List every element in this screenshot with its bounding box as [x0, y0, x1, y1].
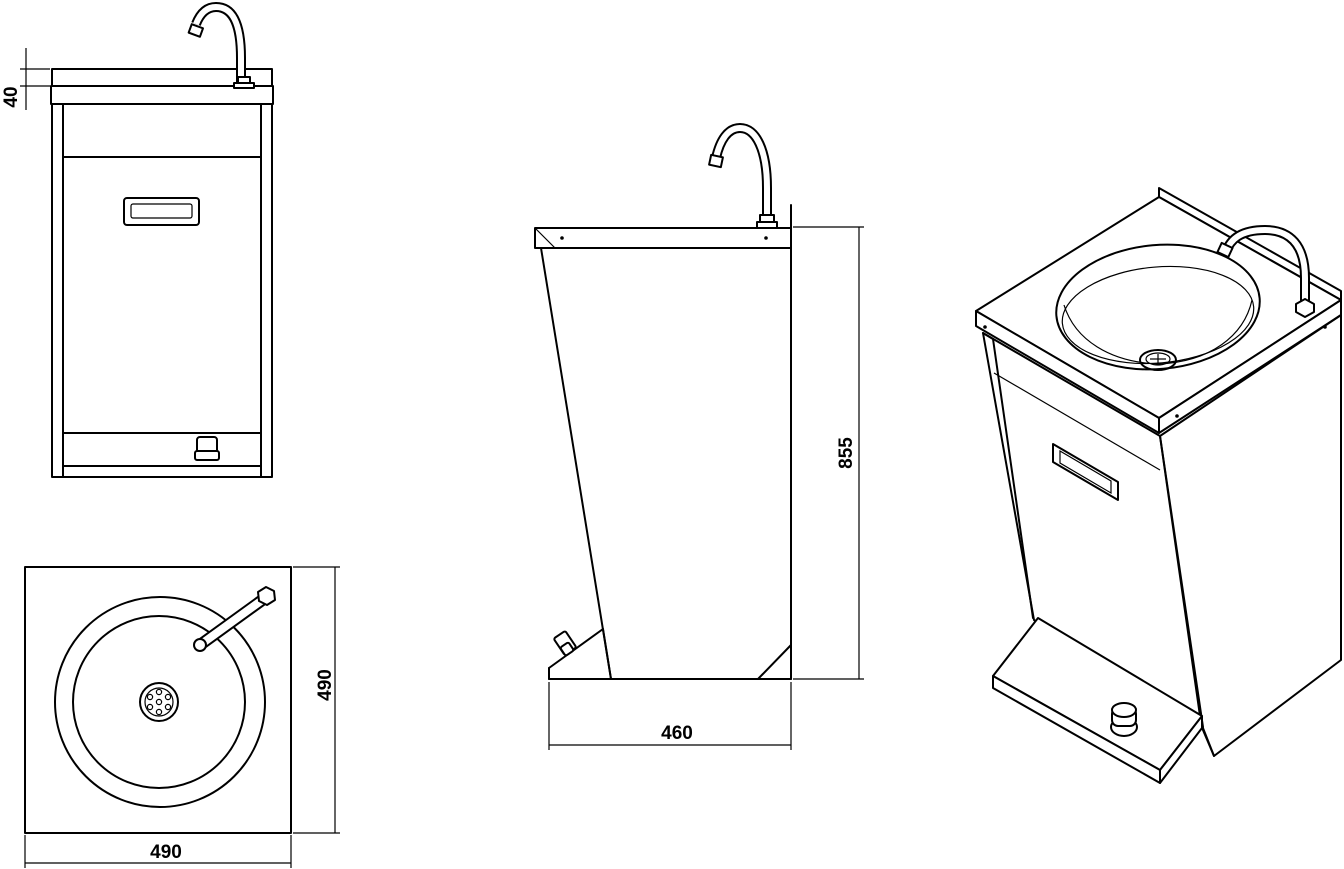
plan-bowl-inner: [72, 615, 246, 789]
plan-drain: [139, 682, 179, 722]
iso-handle: [1052, 443, 1119, 501]
iso-foot-plate: [992, 617, 1203, 784]
iso-drain: [1139, 349, 1177, 371]
dimension-40: 40: [1, 48, 50, 110]
dim-front-top-thickness: 40: [1, 86, 22, 107]
side-foot-button: [553, 630, 577, 657]
side-countertop: [534, 227, 792, 249]
side-body: [540, 247, 792, 680]
dimension-490-width: 490: [24, 835, 292, 868]
dimension-460: 460: [548, 682, 792, 750]
dim-side-depth: 460: [661, 723, 693, 744]
front-door-panel: [62, 156, 262, 434]
plan-bowl-rim: [54, 596, 266, 808]
plan-view: 490 490: [24, 566, 340, 868]
isometric-view: [975, 187, 1342, 784]
plan-countertop: [24, 566, 292, 834]
dimension-855: 855: [793, 226, 864, 680]
plan-spout: [193, 586, 276, 652]
front-handle: [123, 197, 200, 226]
dimension-490-depth: 490: [293, 566, 340, 834]
iso-tap: [1216, 224, 1315, 318]
iso-side-face: [1159, 314, 1342, 757]
dim-side-height: 855: [836, 437, 857, 469]
side-tap: [708, 122, 778, 229]
front-foot-button: [194, 436, 220, 461]
side-view: 855 460: [534, 122, 864, 750]
dim-plan-width: 490: [150, 842, 182, 863]
dim-plan-depth: 490: [315, 669, 336, 701]
iso-foot-button: [1110, 702, 1138, 737]
front-tap: [187, 1, 255, 89]
front-view: 40: [1, 1, 274, 478]
front-body: [51, 103, 273, 478]
